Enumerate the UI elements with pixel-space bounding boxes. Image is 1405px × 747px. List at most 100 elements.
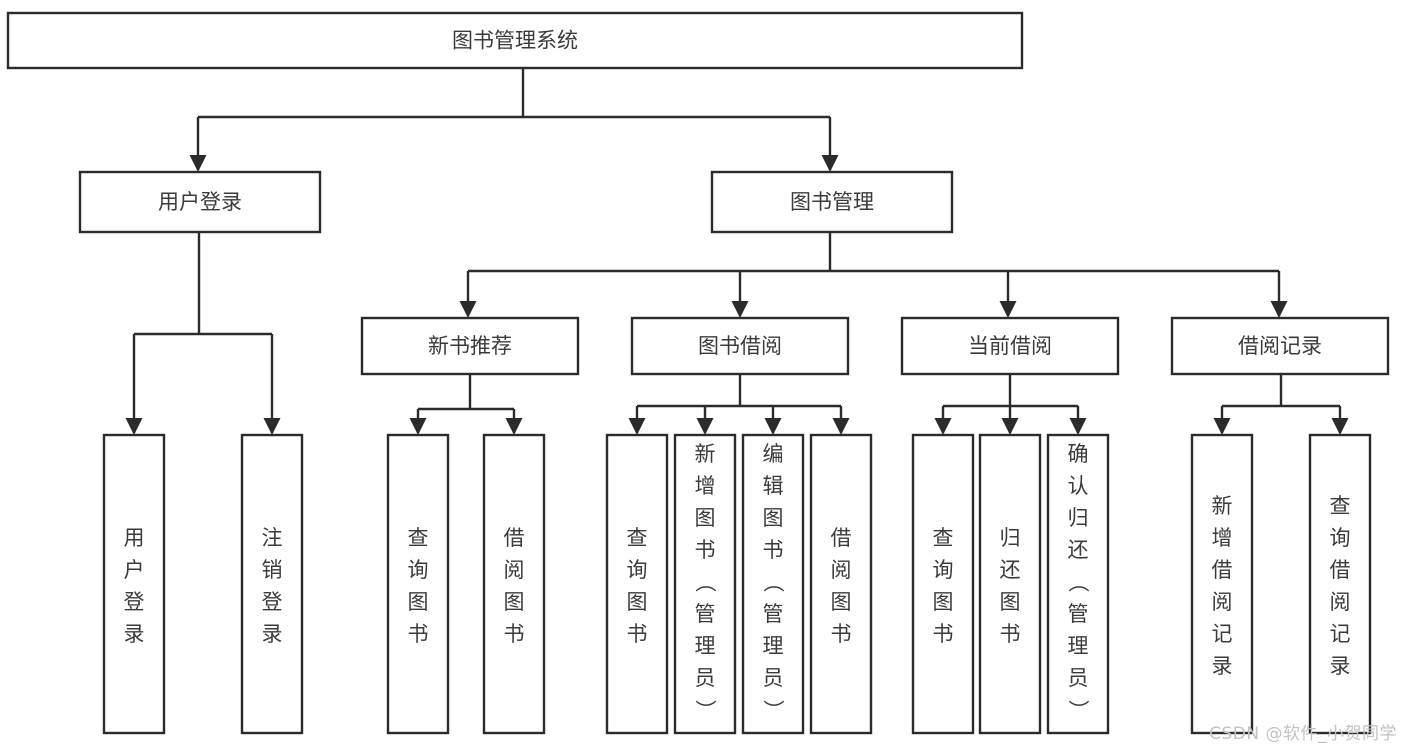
node-box-leaf-query-book-borrow[interactable]	[605, 433, 669, 735]
node-box-leaf-user-login[interactable]	[102, 433, 166, 735]
arrow-head-borrow-to-leaf2	[696, 418, 714, 435]
node-label-char: 询	[627, 558, 648, 582]
node-box-book-borrow[interactable]	[630, 316, 850, 376]
arrow-head-book-manage-to-current	[999, 301, 1017, 318]
node-box-root[interactable]	[6, 11, 1024, 70]
node-label-char: 员	[763, 666, 784, 690]
node-borrow-record[interactable]: 借阅记录	[1170, 316, 1390, 376]
node-label-char: 借	[831, 526, 852, 550]
node-label-char: 登	[262, 590, 283, 614]
node-book-borrow[interactable]: 图书借阅	[630, 316, 850, 376]
node-leaf-user-login[interactable]: 用户登录	[102, 433, 166, 735]
node-box-leaf-query-borrow-record[interactable]	[1308, 433, 1372, 735]
arrow-head-book-manage-to-rec	[459, 301, 477, 318]
node-label-char: 理	[1068, 634, 1089, 658]
node-label-char: 注	[262, 526, 283, 550]
node-box-leaf-user-logout[interactable]	[240, 433, 304, 735]
node-label-char: 阅	[1212, 590, 1233, 614]
node-label-char: 借	[1330, 558, 1351, 582]
node-label-char: 增	[695, 474, 716, 498]
connector-layer	[125, 68, 1349, 435]
node-label-char: 书	[831, 622, 852, 646]
node-box-leaf-borrow-book-rec[interactable]	[482, 433, 546, 735]
node-box-book-manage[interactable]	[710, 170, 954, 234]
node-user-login[interactable]: 用户登录	[78, 170, 322, 234]
node-label-char: 新	[1212, 494, 1233, 518]
node-box-new-book-recommend[interactable]	[360, 316, 580, 376]
node-label-char: 员	[1068, 666, 1089, 690]
node-label-book-borrow: 图书借阅	[698, 334, 782, 358]
node-label-char: 书	[627, 622, 648, 646]
node-box-leaf-edit-book-admin[interactable]	[741, 433, 805, 735]
node-layer: 图书管理系统用户登录图书管理新书推荐图书借阅当前借阅借阅记录用户登录注销登录查询…	[6, 11, 1390, 735]
node-box-leaf-query-book-rec[interactable]	[386, 433, 450, 735]
node-label-char: 录	[262, 622, 283, 646]
node-box-leaf-return-book[interactable]	[978, 433, 1042, 735]
node-box-current-borrow[interactable]	[900, 316, 1120, 376]
arrow-head-current-to-leaf3	[1069, 418, 1087, 435]
node-label-char: ）	[693, 700, 717, 721]
node-current-borrow[interactable]: 当前借阅	[900, 316, 1120, 376]
node-label-char: 查	[1330, 494, 1351, 518]
node-label-char: 书	[504, 622, 525, 646]
node-label-char: 书	[933, 622, 954, 646]
node-label-char: 图	[695, 506, 716, 530]
csdn-watermark: CSDN @软件_小贺同学	[1209, 724, 1397, 744]
node-label-char: 录	[1212, 654, 1233, 678]
node-label-current-borrow: 当前借阅	[968, 334, 1052, 358]
arrow-head-root-to-book-manage	[821, 155, 839, 172]
node-label-char: 询	[408, 558, 429, 582]
node-label-char: 归	[1000, 526, 1021, 550]
arrow-head-book-manage-to-borrow	[731, 301, 749, 318]
arrow-head-rec-to-leaf2	[505, 418, 523, 435]
arrow-head-borrow-to-leaf1	[628, 418, 646, 435]
node-label-char: 阅	[1330, 590, 1351, 614]
node-label-char: 书	[408, 622, 429, 646]
arrow-head-record-to-leaf1	[1213, 418, 1231, 435]
arrow-head-current-to-leaf1	[934, 418, 952, 435]
node-label-char: 书	[763, 538, 784, 562]
node-label-char: 销	[262, 558, 283, 582]
node-label-char: 录	[1330, 654, 1351, 678]
node-root[interactable]: 图书管理系统	[6, 11, 1024, 70]
node-label-char: 图	[627, 590, 648, 614]
node-label-char: 借	[504, 526, 525, 550]
node-label-char: 还	[1068, 538, 1089, 562]
node-label-char: 新	[695, 442, 716, 466]
node-label-char: 管	[695, 602, 716, 626]
node-label-char: 记	[1330, 622, 1351, 646]
node-box-borrow-record[interactable]	[1170, 316, 1390, 376]
node-box-leaf-add-book-admin[interactable]	[673, 433, 737, 735]
node-box-leaf-confirm-return-admin[interactable]	[1046, 433, 1110, 735]
arrow-head-current-to-leaf2	[1001, 418, 1019, 435]
node-label-borrow-record: 借阅记录	[1238, 334, 1322, 358]
node-label-char: 编	[763, 442, 784, 466]
node-box-user-login[interactable]	[78, 170, 322, 234]
node-new-book-recommend[interactable]: 新书推荐	[360, 316, 580, 376]
node-label-char: 图	[763, 506, 784, 530]
node-label-char: 录	[124, 622, 145, 646]
node-box-leaf-add-borrow-record[interactable]	[1190, 433, 1254, 735]
node-label-char: 阅	[831, 558, 852, 582]
node-box-leaf-borrow-book[interactable]	[809, 433, 873, 735]
node-label-char: 记	[1212, 622, 1233, 646]
node-label-char: 询	[1330, 526, 1351, 550]
node-label-char: 询	[933, 558, 954, 582]
node-book-manage[interactable]: 图书管理	[710, 170, 954, 234]
arrow-head-book-manage-to-record	[1270, 301, 1288, 318]
node-box-leaf-query-book-current[interactable]	[911, 433, 975, 735]
